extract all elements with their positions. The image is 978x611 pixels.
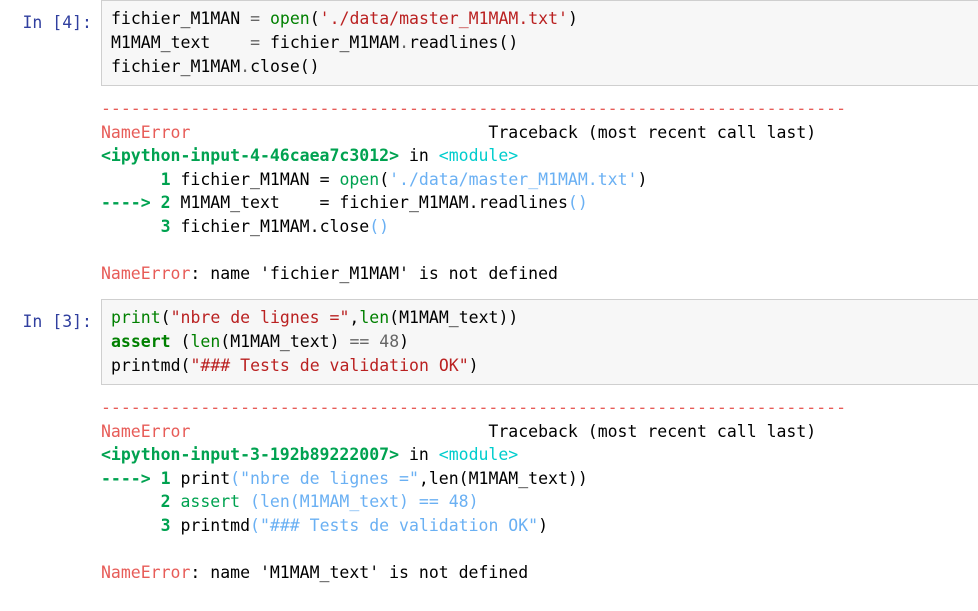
code-line: printmd("### Tests de validation OK") — [111, 356, 479, 375]
output-prompt-spacer — [0, 385, 101, 396]
code-line: M1MAM_text = fichier_M1MAM.readlines() — [111, 33, 519, 52]
output-top-spacer — [101, 86, 978, 97]
frame-line-number: 3 — [160, 515, 171, 535]
frame-scope-label: <module> — [438, 146, 519, 165]
traceback-header-label: Traceback (most recent call last) — [488, 421, 817, 441]
traceback-message: NameError: name 'M1MAM_text' is not defi… — [101, 561, 978, 585]
frame-in-keyword: in — [408, 146, 429, 165]
traceback-blank-line — [101, 537, 978, 561]
traceback-rule: ----------------------------------------… — [101, 99, 847, 118]
notebook-output-area: In [4]: fichier_M1MAN = open('./data/mas… — [0, 0, 978, 584]
code-line: assert (len(M1MAM_text) == 48) — [111, 332, 410, 351]
traceback-frame-line: 2 assert (len(M1MAM_text) == 48) — [160, 492, 479, 511]
traceback-message: NameError: name 'fichier_M1MAM' is not d… — [101, 262, 978, 286]
traceback-frame-line-current: ----> 2 M1MAM_text = fichier_M1MAM.readl… — [101, 193, 588, 212]
error-message-text: : name 'M1MAM_text' is not defined — [190, 562, 529, 582]
frame-line-number: 1 — [160, 468, 171, 488]
traceback-error-header: NameError Traceback (most recent call la… — [101, 121, 978, 145]
output-prompt-spacer — [0, 86, 101, 97]
code-line: print("nbre de lignes =",len(M1MAM_text)… — [111, 308, 519, 327]
traceback-frame-location: <ipython-input-4-46caea7c3012> in <modul… — [101, 144, 978, 168]
traceback-blank-line — [101, 238, 978, 262]
code-line: fichier_M1MAN = open('./data/master_M1MA… — [111, 9, 578, 28]
traceback-rule: ----------------------------------------… — [101, 398, 847, 417]
traceback-output: ----------------------------------------… — [101, 86, 978, 285]
error-message-text: : name 'fichier_M1MAM' is not defined — [190, 263, 558, 283]
frame-in-keyword: in — [408, 445, 429, 464]
frame-line-number: 1 — [160, 169, 171, 189]
cell-output: ----------------------------------------… — [0, 385, 978, 584]
current-frame-arrow: ----> — [101, 468, 151, 488]
traceback-frame-line: 3 fichier_M1MAM.close() — [160, 216, 390, 236]
traceback-frame-line: 3 printmd("### Tests de validation OK") — [160, 515, 549, 535]
code-editor[interactable]: fichier_M1MAN = open('./data/master_M1MA… — [101, 0, 978, 86]
code-cell-input[interactable]: In [3]: print("nbre de lignes =",len(M1M… — [0, 299, 978, 385]
cell-separator — [0, 285, 978, 299]
frame-line-number: 3 — [160, 216, 171, 236]
traceback-frame-line: 1 fichier_M1MAN = open('./data/master_M1… — [160, 169, 648, 189]
input-prompt-label: In [3]: — [22, 312, 92, 331]
ipython-input-ref: <ipython-input-3-192b89222007> — [101, 445, 400, 464]
frame-line-number: 2 — [160, 193, 171, 212]
traceback-output: ----------------------------------------… — [101, 385, 978, 584]
traceback-header-label: Traceback (most recent call last) — [488, 122, 817, 142]
traceback-frame-location: <ipython-input-3-192b89222007> in <modul… — [101, 443, 978, 467]
output-top-spacer — [101, 385, 978, 396]
frame-line-number: 2 — [160, 492, 171, 511]
ipython-input-ref: <ipython-input-4-46caea7c3012> — [101, 146, 400, 165]
cell-output: ----------------------------------------… — [0, 86, 978, 285]
input-prompt-label: In [4]: — [22, 13, 92, 32]
error-type-label: NameError — [101, 122, 191, 142]
error-type-label: NameError — [101, 421, 191, 441]
frame-scope-label: <module> — [438, 445, 519, 464]
error-type-label: NameError — [101, 562, 191, 582]
traceback-error-header: NameError Traceback (most recent call la… — [101, 420, 978, 444]
traceback-frame-line-current: ----> 1 print("nbre de lignes =",len(M1M… — [101, 468, 588, 488]
code-editor[interactable]: print("nbre de lignes =",len(M1MAM_text)… — [101, 299, 978, 385]
current-frame-arrow: ----> — [101, 193, 151, 212]
error-type-label: NameError — [101, 263, 191, 283]
code-line: fichier_M1MAM.close() — [111, 57, 320, 76]
code-cell-input[interactable]: In [4]: fichier_M1MAN = open('./data/mas… — [0, 0, 978, 86]
